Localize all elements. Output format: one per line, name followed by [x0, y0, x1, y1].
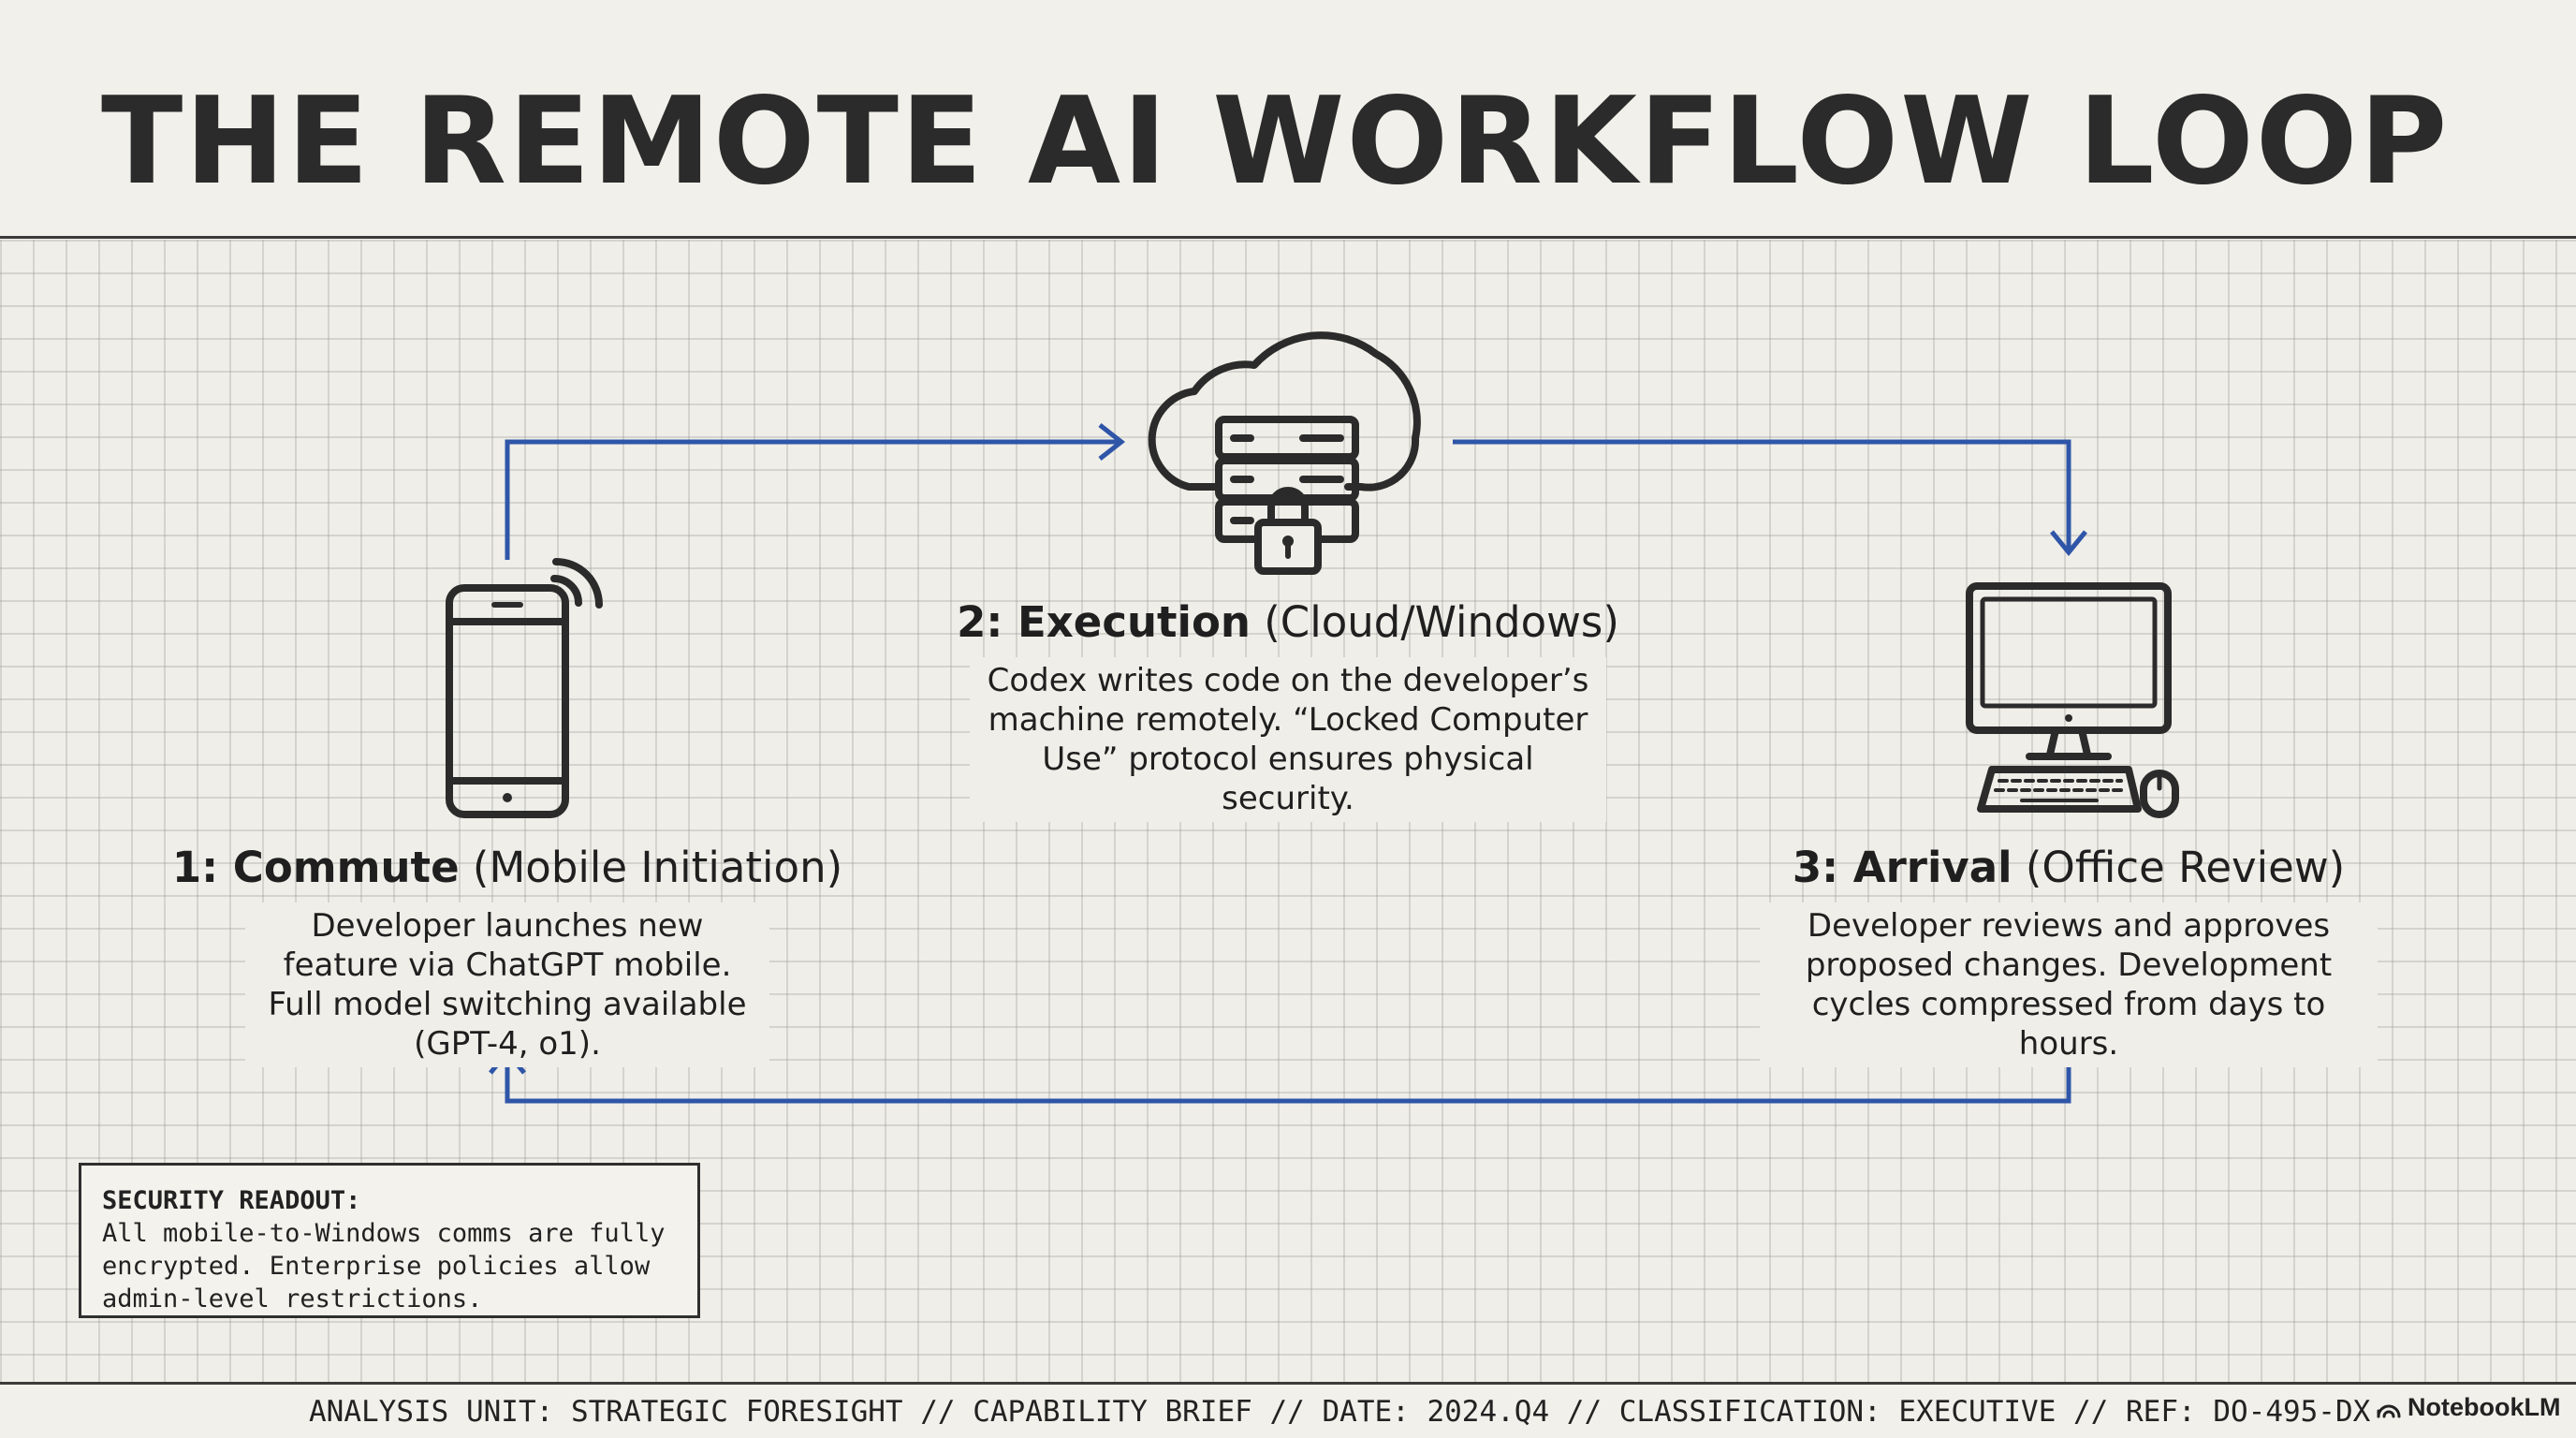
stage-commute: 1: Commute (Mobile Initiation) Developer… [161, 843, 854, 1067]
cloud-server-lock-icon [1148, 331, 1421, 575]
footer-divider [0, 1382, 2576, 1385]
brand-name: NotebookLM [2408, 1393, 2561, 1421]
stage-title-rest: (Cloud/Windows) [1264, 597, 1619, 647]
notebooklm-icon [2377, 1404, 2401, 1417]
footer-bar [0, 1384, 2576, 1438]
brand-logo: NotebookLM [2376, 1393, 2560, 1422]
security-readout-text: All mobile-to-Windows comms are fully en… [102, 1219, 666, 1313]
page-title: THE REMOTE AI WORKFLOW LOOP [101, 72, 2450, 212]
title-divider [0, 236, 2576, 239]
security-readout-box: SECURITY READOUT: All mobile-to-Windows … [79, 1163, 700, 1318]
arrow-arrival-to-commute [505, 1041, 2071, 1104]
desktop-computer-icon [1966, 582, 2179, 818]
footer-metadata: ANALYSIS UNIT: STRATEGIC FORESIGHT // CA… [309, 1395, 2371, 1429]
stage-arrival: 3: Arrival (Office Review) Developer rev… [1722, 843, 2415, 1067]
stage-title: 3: Arrival (Office Review) [1722, 843, 2415, 893]
stage-description: Codex writes code on the developer’s mac… [970, 657, 1606, 822]
stage-title: 1: Commute (Mobile Initiation) [161, 843, 854, 893]
arrow-execution-to-arrival [1453, 439, 2071, 552]
stage-title-bold: 3: Arrival [1792, 843, 2012, 892]
stage-title-bold: 1: Commute [171, 843, 460, 892]
security-readout-label: SECURITY READOUT: [102, 1186, 361, 1215]
stage-description: Developer launches new feature via ChatG… [245, 902, 769, 1067]
smartphone-icon [446, 558, 603, 818]
stage-title-bold: 2: Execution [957, 597, 1251, 647]
arrow-commute-to-execution [505, 439, 1120, 560]
stage-description: Developer reviews and approves proposed … [1760, 902, 2378, 1067]
stage-execution: 2: Execution (Cloud/Windows) Codex write… [942, 597, 1634, 822]
arrow-execution-to-arrival-head [2050, 530, 2087, 556]
stage-title-rest: (Mobile Initiation) [472, 843, 843, 892]
stage-title: 2: Execution (Cloud/Windows) [942, 597, 1634, 648]
arrow-commute-to-execution-head [1098, 423, 1126, 461]
stage-title-rest: (Office Review) [2025, 843, 2346, 892]
